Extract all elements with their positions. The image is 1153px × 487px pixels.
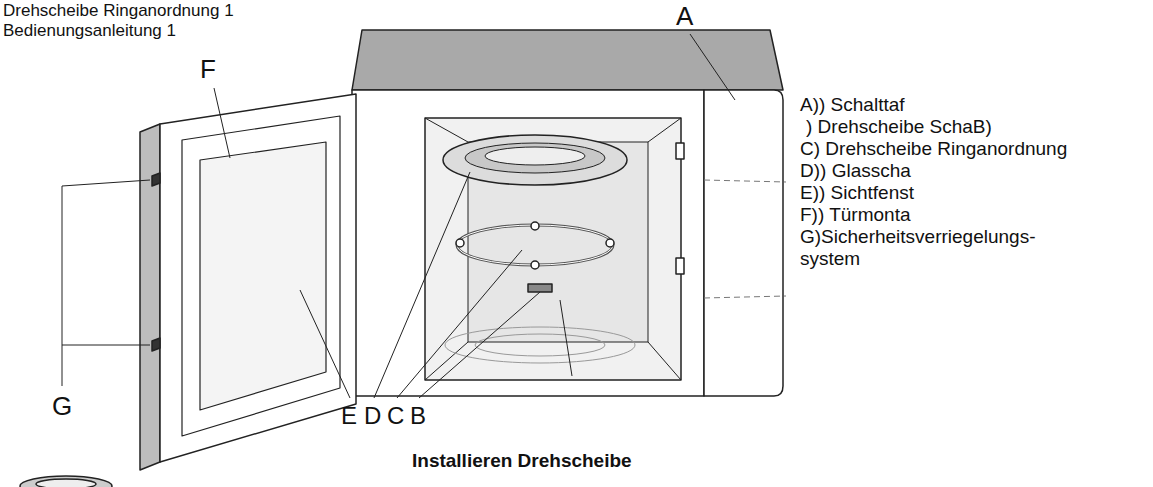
cabinet-top [352,30,783,90]
page-header: Bedienungsanleitung 1 [3,21,176,41]
door-edge [140,124,160,470]
callout-letter: C [387,402,404,430]
roller-ring [457,225,613,265]
coupler [528,284,552,292]
callout-letter: B [410,402,426,430]
part-list-item: G)Sicherheitsverriegelungs- system [800,226,1090,270]
control-panel [704,90,783,396]
lock-hole [676,258,684,274]
callout-letter: G [52,392,72,422]
door-frame [182,116,340,436]
lock-hole [676,143,684,159]
part-list-item: F)) Türmonta [800,204,911,226]
cavity [425,118,681,380]
leader-lines [62,34,786,398]
part-list-item: ) Drehscheibe SchaB) [806,116,992,138]
part-list-item: E)) Sichtfenst [800,182,914,204]
callout-letter: A [676,2,693,32]
part-list-item: C) Drehscheibe Ringanordnung [800,138,1067,160]
door-window [200,142,326,410]
section-heading: Installieren Drehscheibe [412,450,632,472]
turntable-thumbnail [20,476,112,487]
door [160,94,356,462]
callout-letter: F [200,55,216,85]
callout-letter: E [341,402,357,430]
lock-pin [152,173,160,186]
callout-letter: D [364,402,381,430]
glass-plate [443,135,627,185]
lock-pin [152,338,160,351]
part-list-item: D)) Glasscha [800,160,911,182]
page-header: Drehscheibe Ringanordnung 1 [3,1,234,21]
part-list-item: A)) Schalttaf [800,94,905,116]
cabinet-front [352,90,704,396]
